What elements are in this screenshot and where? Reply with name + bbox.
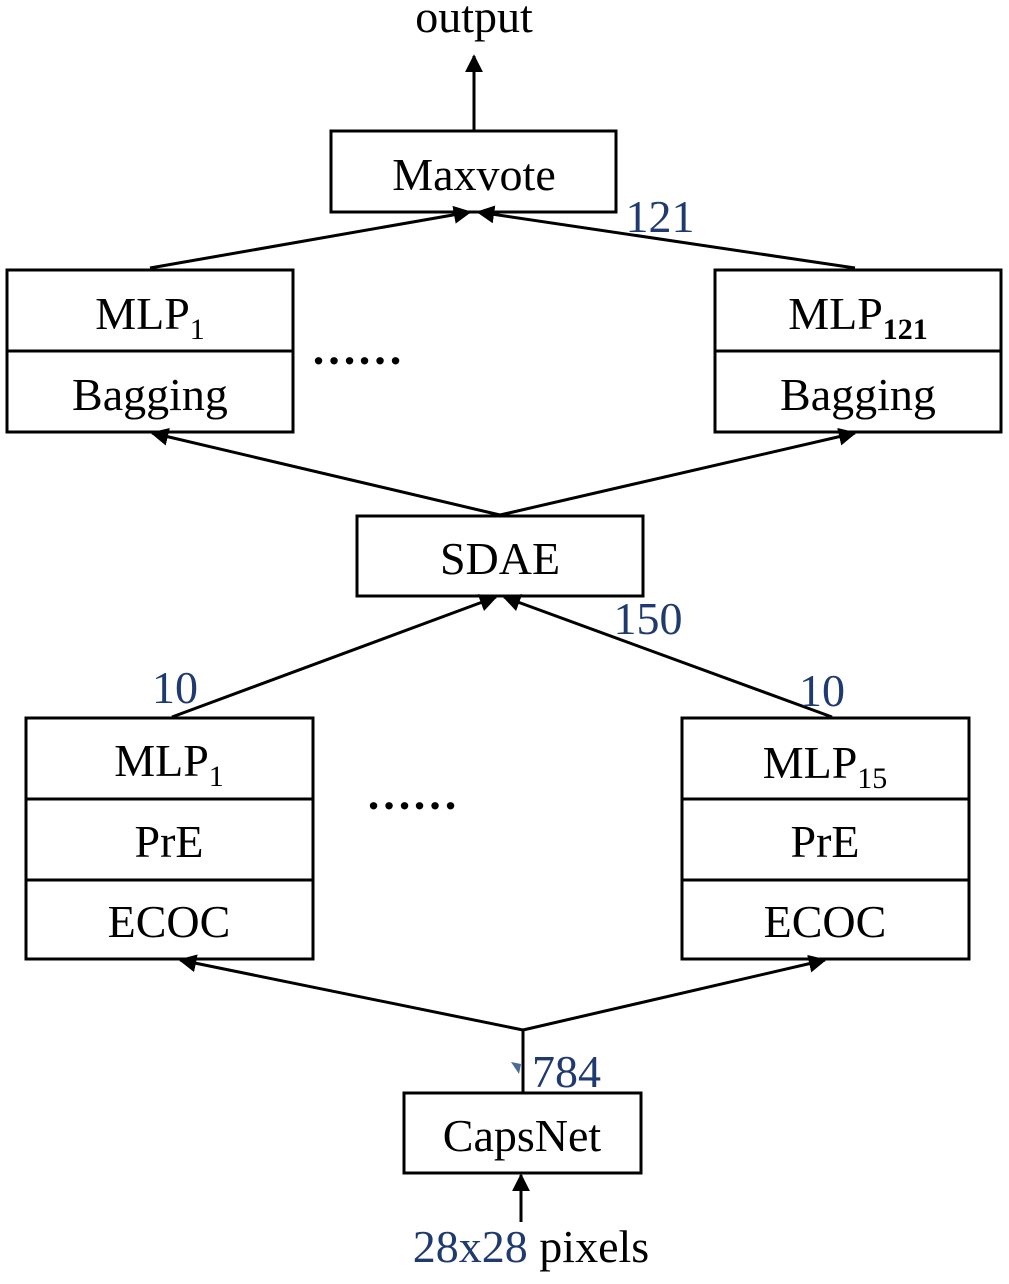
- arrow-mlp1-to-maxvote: [149, 205, 472, 270]
- top-right-mlp-label: MLP121: [788, 288, 928, 346]
- top-ellipsis: ……: [311, 323, 403, 374]
- bottom-right-ecoc-label: ECOC: [764, 896, 887, 947]
- arrow-bottom-right-to-sdae: [502, 594, 833, 719]
- arrow-sdae-to-top-left: [150, 427, 501, 517]
- top-right-bagging-label: Bagging: [780, 369, 936, 420]
- bottom-right-mlp-pre-ecoc-node: MLP15 PrE ECOC: [680, 716, 971, 961]
- bottom-ellipsis: ……: [366, 768, 458, 819]
- arrow-capsnet-to-bottom-right: [522, 954, 827, 1032]
- bottom-left-mlp-label: MLP1: [114, 735, 224, 793]
- sdae-count: 150: [614, 593, 683, 644]
- arrow-sdae-to-top-right: [499, 427, 857, 517]
- maxvote-count: 121: [626, 191, 695, 242]
- bottom-left-mlp-pre-ecoc-node: MLP1 PrE ECOC: [24, 716, 315, 961]
- bottom-right-pre-label: PrE: [791, 816, 860, 867]
- bottom-right-count: 10: [799, 665, 845, 716]
- maxvote-node: Maxvote: [329, 129, 618, 214]
- bottom-left-ecoc-label: ECOC: [108, 896, 231, 947]
- capsnet-count: 784: [532, 1046, 601, 1097]
- arrow-mlp121-to-maxvote: [476, 205, 856, 270]
- bottom-left-count: 10: [152, 662, 198, 713]
- sdae-node: SDAE: [355, 514, 645, 598]
- bottom-right-mlp-label: MLP15: [763, 737, 888, 795]
- input-label: 28x28 pixels: [413, 1221, 649, 1272]
- top-left-bagging-label: Bagging: [72, 369, 228, 420]
- top-left-mlp-bagging-node: MLP1 Bagging: [5, 268, 295, 434]
- top-left-mlp-label: MLP1: [95, 288, 205, 346]
- output-label: output: [415, 0, 533, 42]
- arrow-bottom-left-to-sdae: [171, 594, 498, 719]
- top-right-mlp-bagging-node: MLP121 Bagging: [713, 268, 1003, 434]
- capsnet-label: CapsNet: [443, 1110, 602, 1161]
- sdae-label: SDAE: [440, 533, 560, 584]
- bottom-left-pre-label: PrE: [135, 816, 204, 867]
- arrow-capsnet-to-bottom-left: [178, 954, 524, 1032]
- maxvote-label: Maxvote: [392, 149, 556, 200]
- trunk-notch-mark: [511, 1062, 521, 1074]
- capsnet-node: CapsNet: [402, 1091, 643, 1175]
